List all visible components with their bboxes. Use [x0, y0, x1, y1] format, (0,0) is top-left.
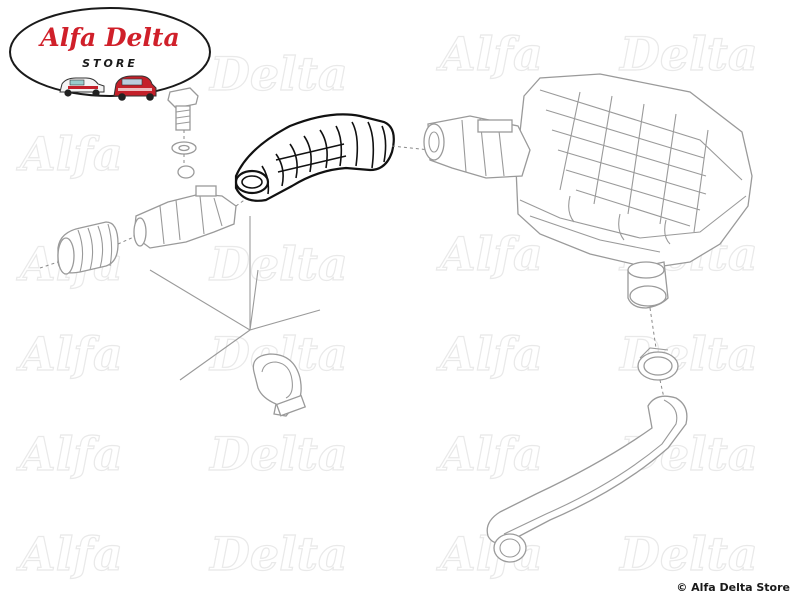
washer	[171, 141, 197, 155]
copyright-notice: © Alfa Delta Store	[676, 581, 790, 594]
watermark-text: Delta	[618, 327, 758, 381]
bolt	[167, 87, 199, 131]
hose-clamp	[252, 353, 307, 417]
watermark-text: Delta	[208, 237, 348, 291]
logo-oval	[9, 7, 211, 97]
hose-ring	[637, 347, 679, 381]
small-ring	[177, 165, 195, 179]
housing-outlet-sleeve	[627, 261, 669, 309]
intake-throttle-fitting	[133, 185, 237, 249]
watermark-text: Delta	[618, 27, 758, 81]
watermark-text: Alfa	[436, 227, 543, 281]
watermark-text: Alfa	[16, 327, 123, 381]
leader-lines	[149, 216, 321, 381]
watermark-text: Alfa	[436, 27, 543, 81]
watermark-text: Delta	[208, 47, 348, 101]
watermark-text: Delta	[208, 427, 348, 481]
intake-hose[interactable]	[234, 113, 395, 202]
white-car-icon	[59, 77, 105, 97]
watermark-text: Alfa	[16, 127, 123, 181]
watermark-text: Alfa	[16, 527, 123, 581]
watermark-text: Alfa	[436, 327, 543, 381]
watermark-layer: Alfa Delta Alfa Delta Alfa Delta Alfa De…	[15, 26, 758, 581]
lower-bent-pipe	[486, 395, 688, 563]
housing-inlet	[423, 115, 531, 179]
logo-store-text: STORE	[82, 57, 138, 70]
watermark-text: Delta	[618, 527, 758, 581]
brand-logo[interactable]: Alfa Delta STORE	[9, 7, 211, 101]
logo-brand-name: Alfa Delta	[38, 23, 179, 52]
rubber-seal	[57, 221, 119, 275]
watermark-text: Alfa	[436, 427, 543, 481]
watermark-text: Alfa	[16, 427, 123, 481]
air-filter-housing	[515, 73, 753, 269]
red-car-icon	[113, 75, 157, 101]
watermark-text: Delta	[208, 527, 348, 581]
